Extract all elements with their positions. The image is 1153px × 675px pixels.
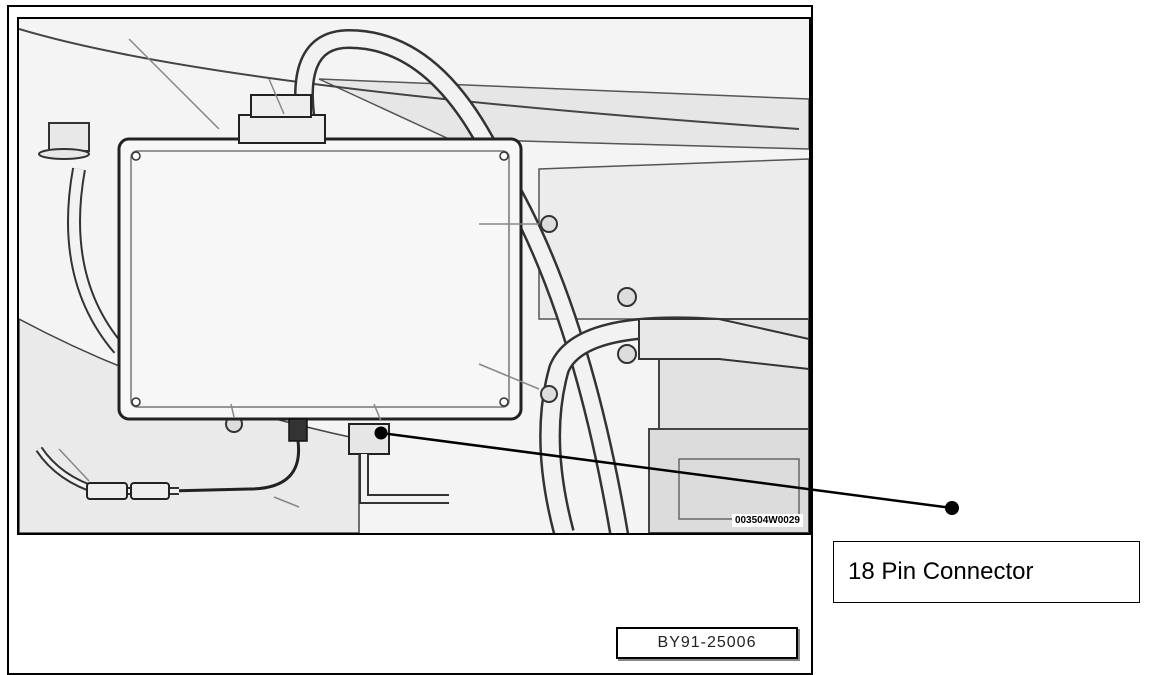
figure-code: 003504W0029	[731, 514, 803, 527]
document-id-label: BY91-25006	[616, 627, 798, 659]
technical-illustration: 003504W0029	[17, 17, 811, 535]
connector-callout-label: 18 Pin Connector	[833, 541, 1140, 603]
control-module-drawing	[19, 19, 809, 533]
leader-end-dot	[945, 501, 959, 515]
